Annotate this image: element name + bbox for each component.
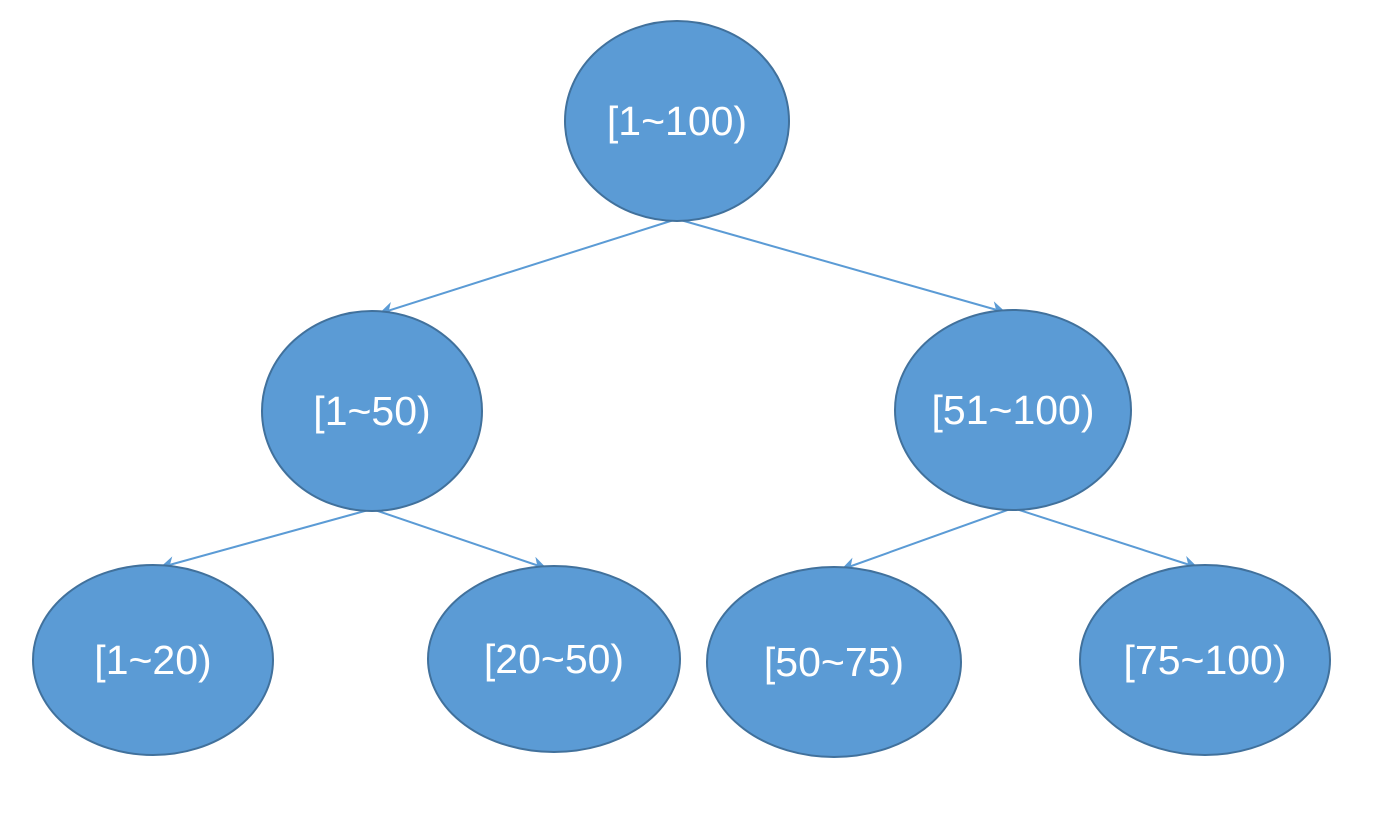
tree-edge-left-to-left-left: [159, 508, 373, 571]
node-label-left-right: [20~50): [484, 636, 624, 682]
node-ellipse-left-right: [427, 565, 681, 753]
tree-node-right-left: [50~75): [706, 566, 962, 758]
node-ellipse-right-left: [706, 566, 962, 758]
node-label-left: [1~50): [313, 388, 430, 434]
tree-edge-right-to-right-right: [1012, 507, 1199, 571]
node-label-right-left: [50~75): [764, 639, 904, 685]
tree-node-root: [1~100): [564, 20, 790, 222]
node-ellipse-left: [261, 310, 483, 512]
tree-edge-root-to-right: [676, 218, 1007, 316]
node-ellipse-left-left: [32, 564, 274, 756]
node-label-left-left: [1~20): [94, 637, 211, 683]
tree-edge-root-to-left: [378, 218, 678, 317]
node-ellipse-right: [894, 309, 1132, 511]
node-label-right-right: [75~100): [1124, 637, 1287, 683]
node-label-root: [1~100): [607, 98, 747, 144]
node-label-right: [51~100): [932, 387, 1095, 433]
tree-node-right: [51~100): [894, 309, 1132, 511]
tree-node-left-right: [20~50): [427, 565, 681, 753]
tree-node-right-right: [75~100): [1079, 564, 1331, 756]
tree-node-left: [1~50): [261, 310, 483, 512]
tree-edge-right-to-right-left: [840, 507, 1014, 572]
tree-edge-left-to-left-right: [371, 508, 548, 571]
node-ellipse-root: [564, 20, 790, 222]
tree-node-left-left: [1~20): [32, 564, 274, 756]
node-ellipse-right-right: [1079, 564, 1331, 756]
